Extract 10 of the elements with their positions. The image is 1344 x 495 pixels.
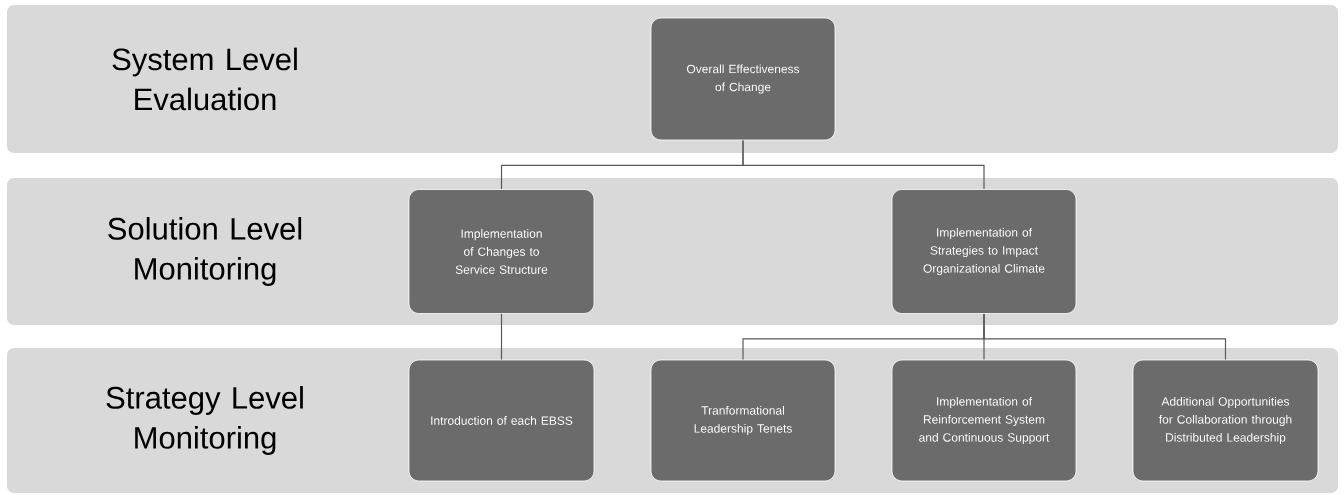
process-box: Overall Effectiveness of Change bbox=[650, 17, 836, 141]
process-box: Implementation of Strategies to Impact Organizational Climate bbox=[891, 189, 1077, 314]
process-box: Introduction of each EBSS bbox=[408, 359, 595, 482]
process-box: Tranformational Leadership Tenets bbox=[650, 359, 836, 482]
connector-line bbox=[742, 139, 985, 190]
process-box: Additional Opportunities for Collaboration through Distributed Leadership bbox=[1132, 359, 1319, 482]
process-box: Implementation of Reinforcement System and Continuous Support bbox=[891, 359, 1077, 482]
connector-line bbox=[500, 313, 503, 361]
connector-line bbox=[983, 313, 1227, 361]
process-box: Implementation of Changes to Service Structure bbox=[408, 189, 595, 314]
